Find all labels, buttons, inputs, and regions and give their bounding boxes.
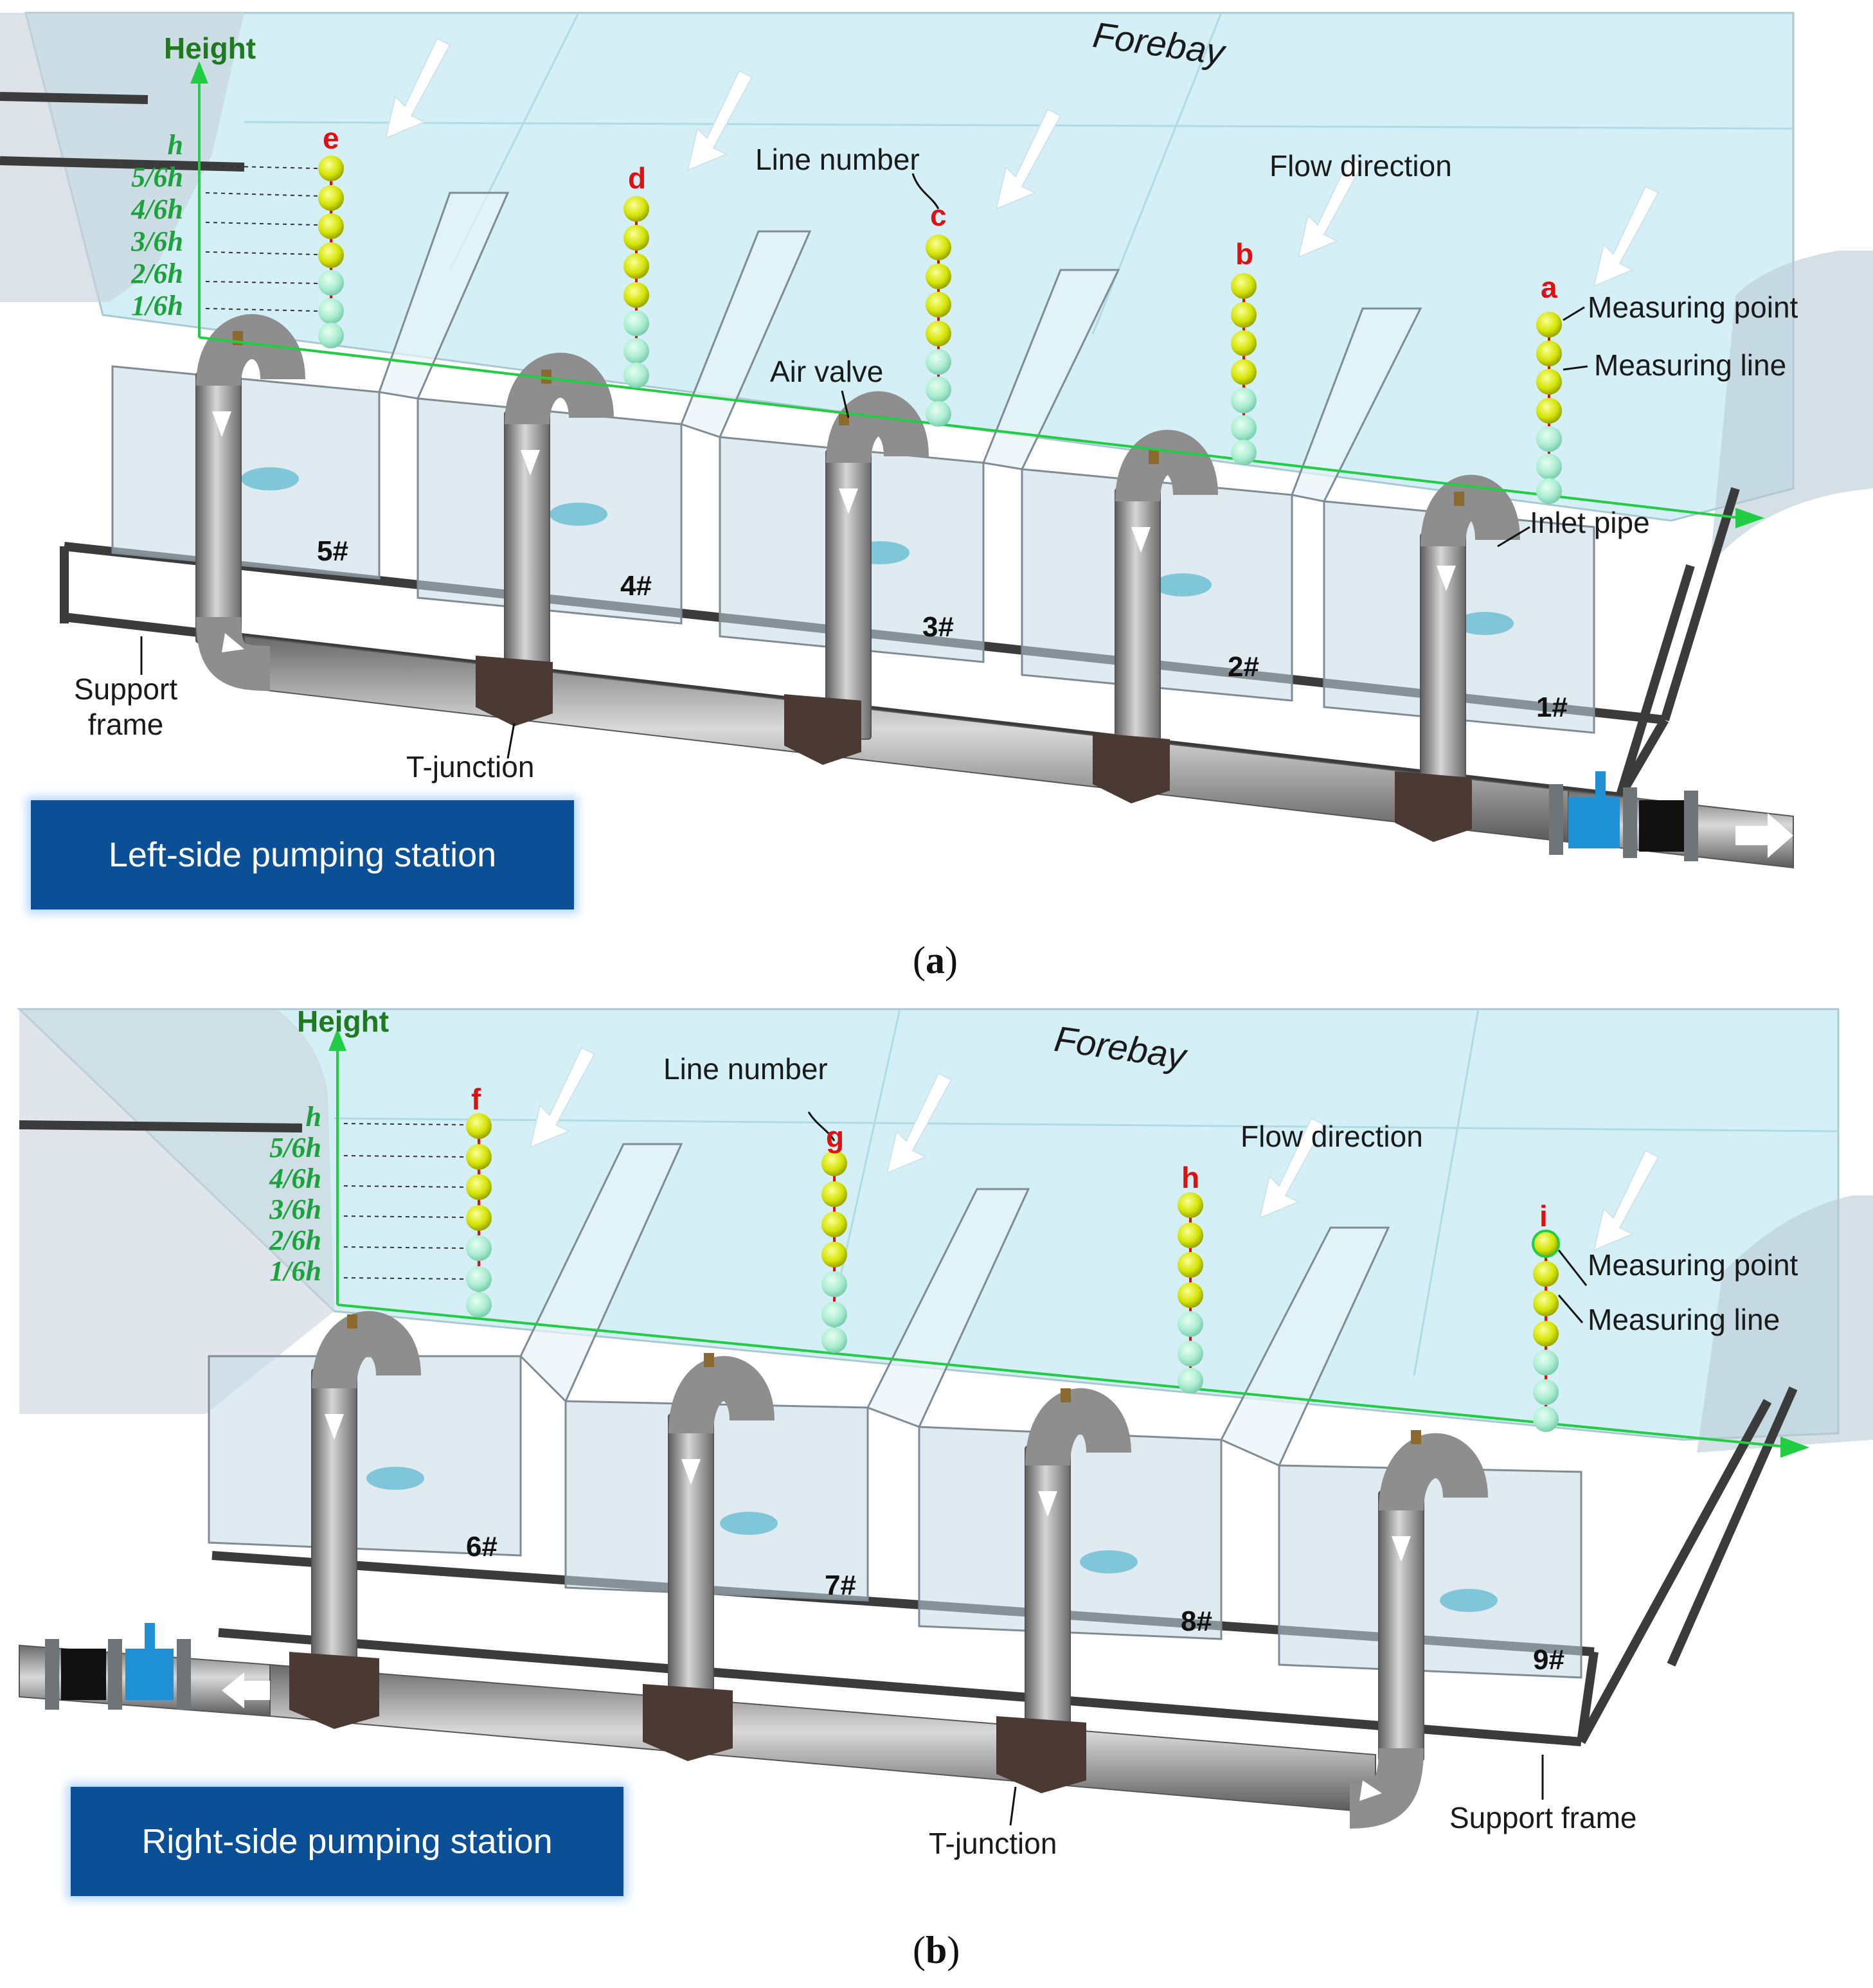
pipe-elbows bbox=[196, 314, 1520, 548]
right-channel-wall bbox=[1710, 251, 1873, 566]
flow-direction-arrows bbox=[384, 37, 1660, 287]
measuring-line-g bbox=[821, 1151, 847, 1353]
line-number-label: Line number bbox=[663, 1052, 828, 1086]
height-level-5-6h: 5/6h bbox=[269, 1132, 321, 1163]
divider-walls bbox=[377, 192, 1422, 503]
flow-direction-arrows bbox=[529, 1046, 1660, 1251]
line-letter-d: d bbox=[628, 161, 647, 195]
left-channel-wall bbox=[0, 13, 244, 302]
panel-b-right-side-station: Forebay Height h 5/6h 4/6h 3/6h 2/6h 1/6… bbox=[0, 990, 1873, 1988]
t-junctions bbox=[289, 1652, 1086, 1793]
measuring-baseline bbox=[199, 336, 1736, 519]
pipe-elbows bbox=[312, 1311, 1488, 1829]
right-station-title-box: Right-side pumping station bbox=[71, 1787, 623, 1896]
left-station-diagram bbox=[0, 12, 1873, 869]
height-level-5-6h: 5/6h bbox=[131, 161, 183, 193]
height-level-3-6h: 3/6h bbox=[131, 226, 183, 257]
t-junctions bbox=[476, 656, 1472, 842]
unit-number-3: 3# bbox=[922, 611, 954, 643]
height-axis-arrowhead bbox=[190, 61, 208, 84]
measuring-line-b bbox=[1231, 273, 1257, 465]
outlet-valve-assembly bbox=[1549, 771, 1793, 861]
right-channel-wall bbox=[1697, 1195, 1873, 1453]
flow-direction-label: Flow direction bbox=[1269, 149, 1452, 183]
height-axis-arrowhead bbox=[328, 1028, 346, 1051]
support-frame-label: Support frame bbox=[74, 672, 178, 742]
unit-number-6: 6# bbox=[466, 1531, 497, 1563]
height-axis-title: Height bbox=[297, 1005, 390, 1038]
height-level-lines bbox=[205, 165, 319, 312]
inlet-pipe-label: Inlet pipe bbox=[1530, 506, 1650, 539]
unit-number-9: 9# bbox=[1533, 1644, 1564, 1676]
measuring-line-h bbox=[1178, 1192, 1203, 1393]
baseline-arrowhead bbox=[1735, 508, 1764, 528]
suction-bells bbox=[241, 467, 1514, 635]
height-level-4-6h: 4/6h bbox=[131, 193, 183, 225]
unit-number-4: 4# bbox=[620, 570, 652, 602]
divider-walls bbox=[519, 1143, 1390, 1467]
height-level-2-6h: 2/6h bbox=[131, 258, 183, 289]
unit-number-2: 2# bbox=[1228, 651, 1259, 683]
height-level-4-6h: 4/6h bbox=[269, 1163, 321, 1194]
measuring-line-e bbox=[318, 156, 344, 348]
line-letter-g: g bbox=[826, 1120, 845, 1154]
height-level-h: h bbox=[167, 129, 183, 161]
height-level-3-6h: 3/6h bbox=[269, 1194, 321, 1225]
height-axis-title: Height bbox=[164, 31, 256, 65]
measuring-line-f bbox=[466, 1113, 492, 1318]
baseline-arrowhead bbox=[1780, 1437, 1809, 1458]
right-station-diagram bbox=[17, 1008, 1873, 1829]
suction-bells bbox=[366, 1467, 1498, 1612]
height-level-h: h bbox=[305, 1101, 321, 1133]
caption-b: (b) bbox=[913, 1929, 960, 1971]
measuring-line-label: Measuring line bbox=[1588, 1303, 1780, 1336]
measuring-line-d bbox=[623, 196, 649, 388]
measuring-point-label: Measuring point bbox=[1588, 291, 1798, 324]
pipe-flow-arrows bbox=[212, 411, 1456, 652]
line-letter-b: b bbox=[1235, 237, 1254, 271]
t-junction-label: T-junction bbox=[406, 750, 535, 784]
line-letter-c: c bbox=[930, 199, 947, 232]
line-number-label: Line number bbox=[755, 143, 920, 176]
line-letter-f: f bbox=[471, 1082, 481, 1116]
height-level-1-6h: 1/6h bbox=[269, 1255, 321, 1287]
measuring-line-a bbox=[1536, 312, 1562, 504]
height-level-1-6h: 1/6h bbox=[131, 290, 183, 321]
measuring-point-label: Measuring point bbox=[1588, 1248, 1798, 1282]
outlet-valve-assembly bbox=[45, 1623, 191, 1710]
unit-number-1: 1# bbox=[1536, 692, 1568, 723]
line-letter-h: h bbox=[1181, 1161, 1200, 1194]
unit-number-8: 8# bbox=[1181, 1606, 1212, 1637]
measuring-line-label: Measuring line bbox=[1594, 348, 1787, 382]
flow-direction-label: Flow direction bbox=[1241, 1120, 1423, 1153]
height-level-2-6h: 2/6h bbox=[269, 1224, 321, 1256]
inlet-pipes bbox=[195, 372, 1466, 810]
bays bbox=[208, 1355, 1582, 1679]
support-frame-label: Support frame bbox=[1449, 1801, 1637, 1834]
air-valve-label: Air valve bbox=[770, 355, 884, 388]
caption-a: (a) bbox=[913, 939, 958, 981]
measuring-line-c bbox=[926, 235, 951, 427]
unit-number-7: 7# bbox=[825, 1570, 856, 1601]
height-level-lines bbox=[343, 1123, 467, 1280]
measuring-line-i bbox=[1532, 1230, 1560, 1432]
panel-a-left-side-station: Forebay Height h 5/6h 4/6h 3/6h 2/6h 1/6… bbox=[0, 0, 1873, 990]
air-valves bbox=[347, 1314, 1421, 1444]
leader-lines bbox=[140, 173, 1588, 759]
line-letter-i: i bbox=[1539, 1199, 1548, 1233]
bottom-elbow bbox=[196, 616, 271, 691]
leader-lines bbox=[807, 1111, 1588, 1826]
left-channel-wall bbox=[19, 1009, 334, 1414]
line-letter-a: a bbox=[1541, 271, 1557, 304]
line-letter-e: e bbox=[323, 121, 339, 155]
t-junction-label: T-junction bbox=[929, 1827, 1057, 1860]
unit-number-5: 5# bbox=[317, 535, 348, 567]
air-valves bbox=[233, 331, 1464, 506]
pipe-flow-arrows bbox=[222, 1414, 1411, 1801]
left-station-title-box: Left-side pumping station bbox=[31, 800, 574, 909]
